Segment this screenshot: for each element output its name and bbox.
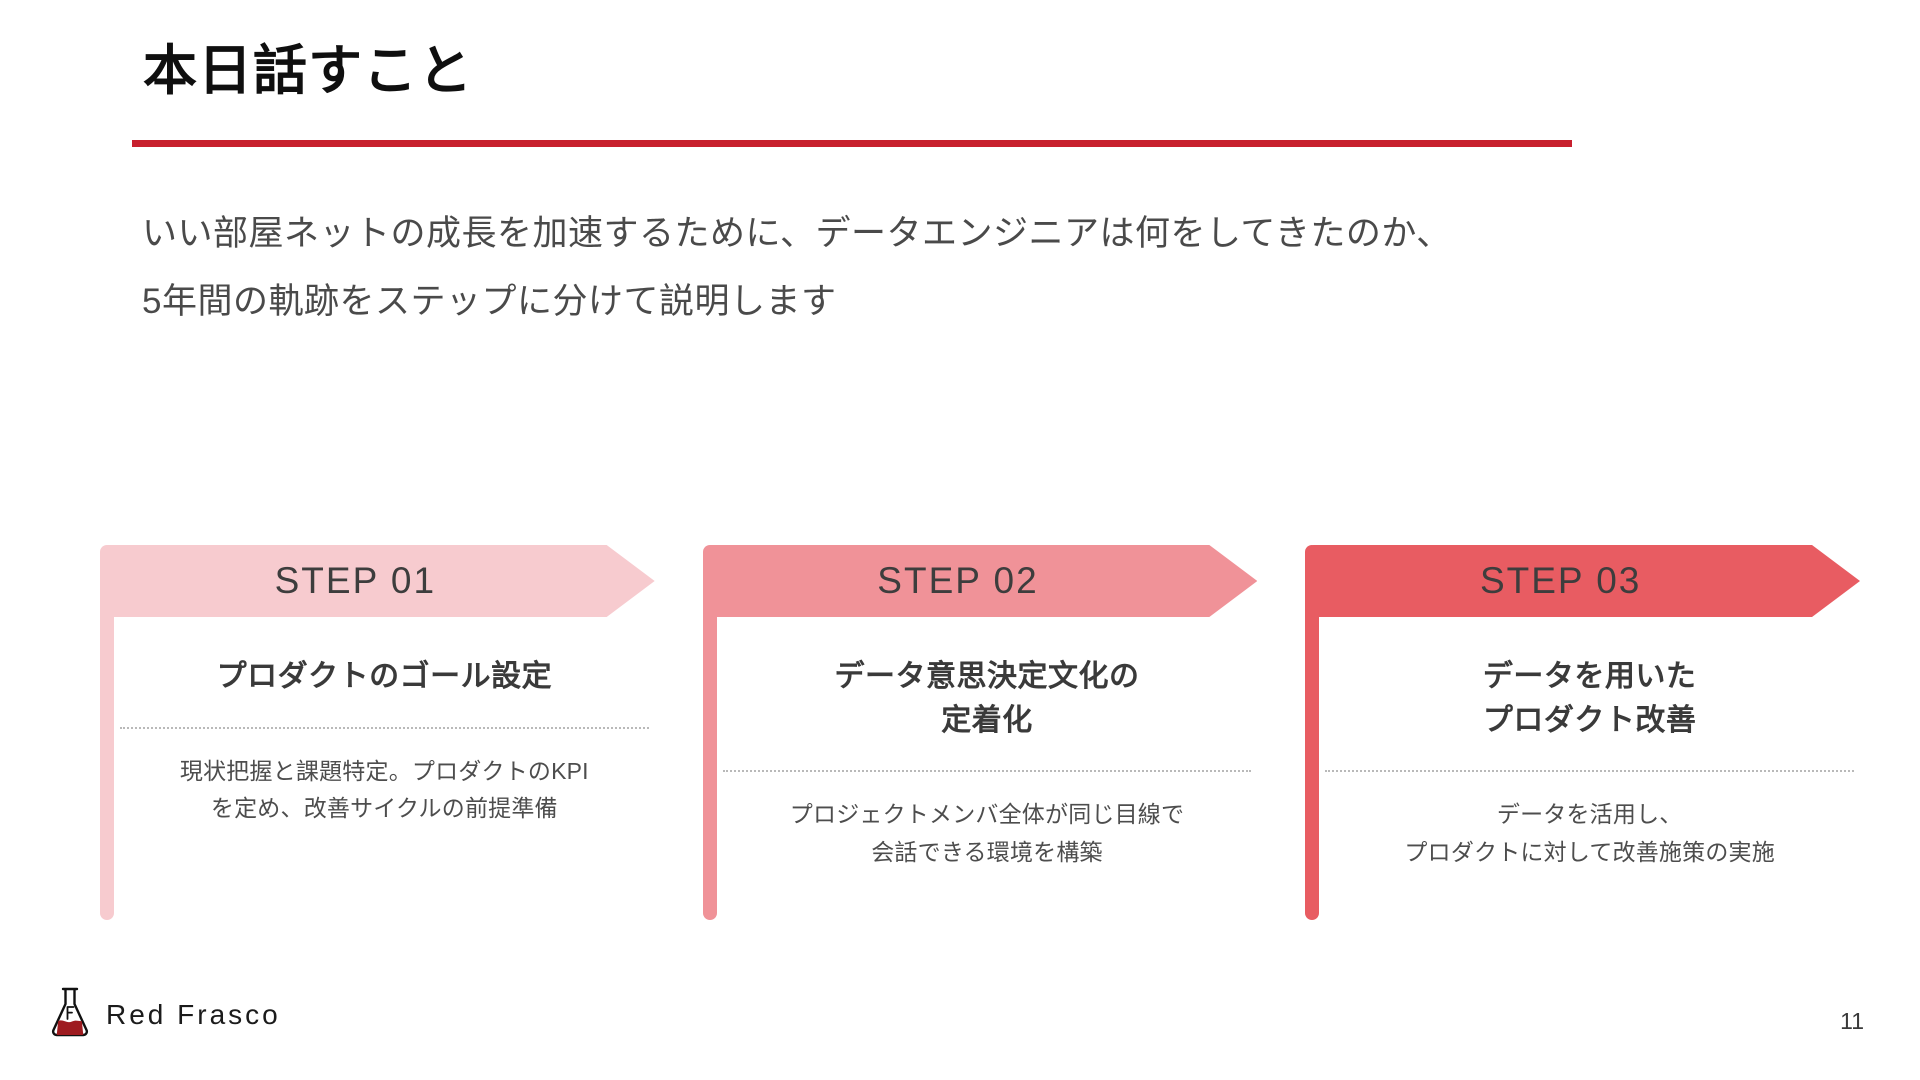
lead-paragraph: いい部屋ネットの成長を加速するために、データエンジニアは何をしてきたのか、 5年… [142, 200, 1822, 337]
lead-line-1: いい部屋ネットの成長を加速するために、データエンジニアは何をしてきたのか、 [142, 214, 1452, 253]
step-banner-label-1: STEP 01 [274, 560, 437, 601]
brand-name: Red Frasco [106, 998, 281, 1030]
step-divider-1 [120, 726, 649, 729]
step-heading-3: データを用いた プロダクト改善 [1482, 660, 1697, 737]
step-banner-1: STEP 01 [100, 545, 655, 617]
step-body-3: データを用いた プロダクト改善 データを活用し、 プロダクトに対して改善施策の実… [1319, 617, 1860, 925]
step-spine-1 [100, 545, 114, 920]
page-title: 本日話すこと [143, 41, 473, 101]
page-number: 11 [1840, 1008, 1864, 1034]
lead-line-2: 5年間の軌跡をステップに分けて説明します [142, 282, 837, 322]
step-banner-2: STEP 02 [703, 545, 1258, 617]
step-banner-label-3: STEP 03 [1479, 560, 1642, 601]
step-card-3[interactable]: STEP 03 データを用いた プロダクト改善 データを活用し、 プロダクトに対… [1305, 545, 1860, 925]
step-heading-1: プロダクトのゴール設定 [216, 660, 553, 693]
step-divider-3 [1325, 770, 1855, 772]
step-description-1: 現状把握と課題特定。プロダクトのKPI を定め、改善サイクルの前提準備 [179, 757, 589, 822]
steps-row: STEP 01 プロダクトのゴール設定 現状把握と課題特定。プロダクトのKPI … [100, 545, 1860, 925]
step-description-2: プロジェクトメンバ全体が同じ目線で 会話できる環境を構築 [789, 801, 1185, 865]
step-banner-label-2: STEP 02 [877, 560, 1039, 601]
step-description-3: データを活用し、 プロダクトに対して改善施策の実施 [1404, 801, 1775, 865]
step-card-1[interactable]: STEP 01 プロダクトのゴール設定 現状把握と課題特定。プロダクトのKPI … [100, 545, 655, 925]
step-card-2[interactable]: STEP 02 データ意思決定文化の 定着化 プロジェクトメンバ全体が同じ目線で… [702, 545, 1258, 925]
step-body-1: プロダクトのゴール設定 現状把握と課題特定。プロダクトのKPI を定め、改善サイ… [114, 617, 655, 925]
step-spine-3 [1305, 545, 1320, 920]
brand-logo: Red Frasco [48, 985, 281, 1044]
step-heading-2: データ意思決定文化の 定着化 [834, 660, 1140, 737]
flask-icon [48, 985, 92, 1044]
step-body-2: データ意思決定文化の 定着化 プロジェクトメンバ全体が同じ目線で 会話できる環境… [717, 617, 1258, 925]
step-spine-2 [702, 545, 717, 920]
title-underline-rule [132, 140, 1572, 147]
step-divider-2 [722, 770, 1252, 772]
step-banner-3: STEP 03 [1305, 545, 1860, 617]
